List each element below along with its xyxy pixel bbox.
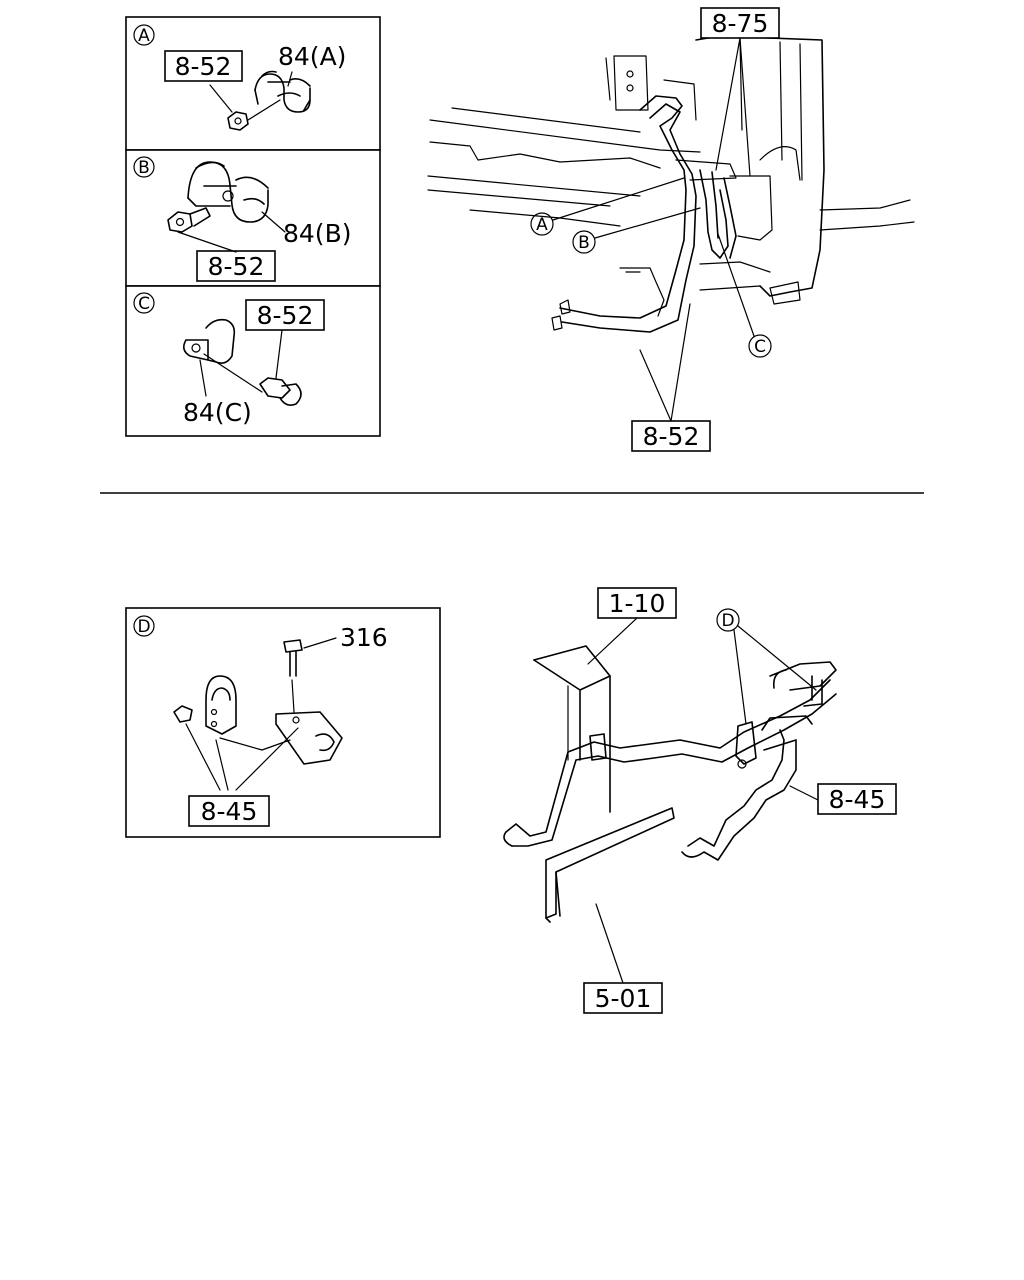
inset-c: C 8-52 84(C) bbox=[125, 285, 381, 437]
inset-b: B 84(B) 8-52 bbox=[125, 149, 381, 287]
inset-d-ref: 8-45 bbox=[201, 797, 258, 826]
inset-b-letter: B bbox=[138, 158, 150, 178]
inset-a-letter: A bbox=[138, 26, 150, 46]
clamp-d-drawing bbox=[173, 637, 343, 791]
label-1-10: 1-10 bbox=[609, 589, 666, 618]
inset-c-ref: 8-52 bbox=[257, 301, 314, 330]
callout-d-main: D bbox=[716, 608, 817, 725]
inset-c-part: 84(C) bbox=[183, 398, 252, 427]
callout-8-75: 8-75 bbox=[700, 7, 780, 177]
inset-d-part: 316 bbox=[340, 623, 388, 652]
callout-a-letter: A bbox=[536, 215, 548, 235]
callout-b-main: B bbox=[572, 207, 701, 254]
clamp-b-drawing bbox=[167, 161, 286, 253]
label-8-75: 8-75 bbox=[712, 9, 769, 38]
inset-c-letter: C bbox=[138, 294, 150, 314]
inset-a-part: 84(A) bbox=[278, 42, 346, 71]
callout-8-52-main: 8-52 bbox=[631, 303, 711, 452]
label-8-45-main: 8-45 bbox=[829, 785, 886, 814]
callout-c-main: C bbox=[717, 233, 772, 358]
callout-b-letter: B bbox=[578, 233, 590, 253]
callout-1-10: 1-10 bbox=[587, 587, 677, 665]
callout-c-letter: C bbox=[754, 337, 766, 357]
callout-d-letter: D bbox=[721, 611, 734, 631]
inset-a-ref: 8-52 bbox=[175, 52, 232, 81]
callout-5-01: 5-01 bbox=[583, 903, 663, 1014]
hose-assembly-top bbox=[427, 35, 915, 333]
callout-a-main: A bbox=[530, 177, 685, 236]
inset-d: D 316 8-45 bbox=[125, 607, 441, 838]
inset-d-letter: D bbox=[137, 617, 150, 637]
clamp-a-drawing bbox=[209, 70, 311, 131]
hose-assembly-bottom bbox=[503, 645, 837, 923]
inset-a: A 8-52 84(A) bbox=[125, 16, 381, 151]
inset-b-ref: 8-52 bbox=[208, 252, 265, 281]
clamp-c-drawing bbox=[182, 318, 302, 406]
inset-b-part: 84(B) bbox=[283, 219, 351, 248]
callout-8-45-main: 8-45 bbox=[789, 783, 897, 815]
label-5-01: 5-01 bbox=[595, 984, 652, 1013]
label-8-52-main: 8-52 bbox=[643, 422, 700, 451]
